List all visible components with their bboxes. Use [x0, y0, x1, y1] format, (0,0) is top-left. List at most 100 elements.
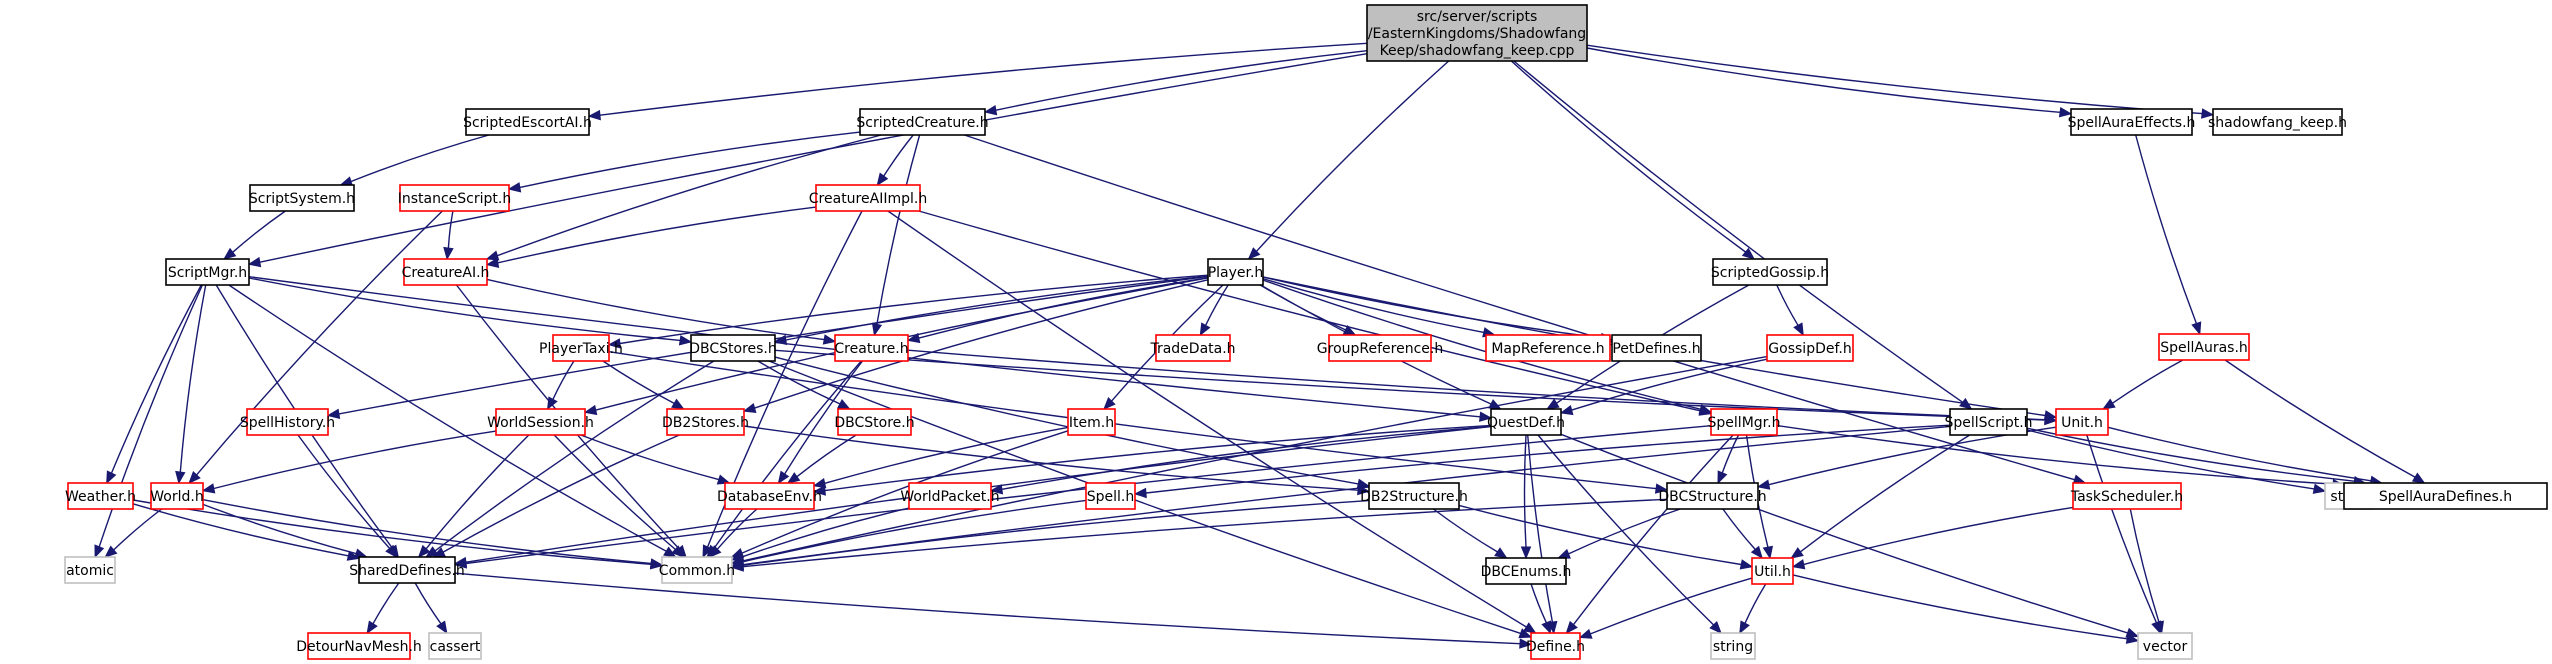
edge-taskscheduler-to-util — [1803, 506, 2074, 566]
arrowhead-icon — [1199, 322, 1211, 337]
edge-creatureaiimpl-to-spellmgr — [918, 210, 1701, 412]
edge-dbcenums-to-define — [1530, 583, 1548, 624]
node-label: MapReference.h — [1491, 341, 1604, 357]
graph-node-tradedata[interactable]: TradeData.h — [1149, 334, 1236, 362]
edge-worldsession-to-world — [213, 430, 497, 490]
node-label: TradeData.h — [1149, 341, 1235, 357]
graph-node-groupreference[interactable]: GroupReference.h — [1317, 334, 1443, 362]
arrowhead-icon — [671, 545, 685, 558]
arrowhead-icon — [1557, 548, 1571, 559]
edge-weather-to-shareddefines — [132, 503, 349, 557]
graph-node-string: string — [1710, 632, 1756, 660]
graph-node-worldsession[interactable]: WorldSession.h — [487, 408, 594, 436]
graph-node-world[interactable]: World.h — [150, 482, 204, 510]
graph-node-taskscheduler[interactable]: TaskScheduler.h — [2070, 482, 2183, 510]
graph-node-shareddefines[interactable]: SharedDefines.h — [349, 556, 465, 584]
graph-node-db2structure[interactable]: DB2Structure.h — [1360, 482, 1468, 510]
edge-worldsession-to-databaseenv — [580, 434, 719, 481]
edge-gossipdef-to-common — [742, 355, 1768, 562]
arrowhead-icon — [436, 620, 448, 635]
graph-node-spellauraeffects[interactable]: SpellAuraEffects.h — [2068, 108, 2196, 136]
node-label: DBCStore.h — [834, 415, 914, 431]
arrowhead-icon — [2058, 106, 2073, 118]
graph-node-detournavmesh[interactable]: DetourNavMesh.h — [296, 632, 422, 660]
graph-node-atomic: atomic — [64, 556, 116, 584]
node-label: SpellAuras.h — [2160, 340, 2248, 356]
graph-node-dbcstores[interactable]: DBCStores.h — [689, 334, 777, 362]
graph-node-gossipdef[interactable]: GossipDef.h — [1766, 334, 1854, 362]
node-box — [1766, 334, 1854, 362]
graph-node-dbcstructure[interactable]: DBCStructure.h — [1658, 482, 1767, 510]
graph-node-playertaxi[interactable]: PlayerTaxi.h — [539, 334, 623, 362]
edge-root-to-spellauraeffects — [1586, 47, 2061, 113]
node-box — [690, 334, 776, 362]
node-box — [1710, 632, 1756, 660]
edge-root-to-scriptedcreature — [995, 50, 1368, 111]
edge-questdef-to-worldpacket — [1001, 425, 1492, 490]
node-label: Define.h — [1526, 639, 1585, 655]
arrowhead-icon — [1488, 399, 1502, 410]
graph-node-scriptedcreature[interactable]: ScriptedCreature.h — [856, 108, 989, 136]
graph-node-databaseenv[interactable]: DatabaseEnv.h — [717, 482, 822, 510]
graph-node-root[interactable]: src/server/scripts/EasternKingdoms/Shado… — [1366, 4, 1588, 62]
graph-node-dbcstore[interactable]: DBCStore.h — [834, 408, 915, 436]
graph-node-scriptedescortai[interactable]: ScriptedEscortAI.h — [463, 108, 592, 136]
graph-node-questdef[interactable]: QuestDef.h — [1487, 408, 1565, 436]
graph-node-spellauras[interactable]: SpellAuras.h — [2158, 333, 2250, 361]
arrowhead-icon — [678, 335, 693, 346]
node-label: DBCStores.h — [689, 341, 777, 357]
graph-node-scriptmgr[interactable]: ScriptMgr.h — [165, 258, 250, 286]
node-box — [1328, 334, 1432, 362]
graph-node-spellhistory[interactable]: SpellHistory.h — [240, 408, 335, 436]
arrowhead-icon — [2044, 414, 2058, 425]
arrowhead-icon — [1739, 559, 1754, 570]
edge-worldsession-to-common — [553, 434, 676, 550]
node-label: /EasternKingdoms/Shadowfang — [1368, 26, 1586, 42]
arrowhead-icon — [1762, 545, 1774, 560]
arrowhead-icon — [876, 172, 889, 187]
graph-node-spell[interactable]: Spell.h — [1085, 482, 1136, 510]
graph-node-util[interactable]: Util.h — [1751, 557, 1794, 585]
edge-scriptedcreature-to-instancescript — [519, 131, 861, 189]
graph-node-creatureaiimpl[interactable]: CreatureAIImpl.h — [809, 184, 927, 212]
edge-unit-to-vector — [2086, 434, 2158, 623]
graph-node-spellauradefines[interactable]: SpellAuraDefines.h — [2343, 482, 2548, 510]
edge-shareddefines-to-detournavmesh — [372, 582, 400, 625]
graph-node-spellscript[interactable]: SpellScript.h — [1944, 408, 2033, 436]
arrowhead-icon — [649, 558, 664, 569]
arrowhead-icon — [983, 104, 998, 116]
arrowhead-icon — [1520, 546, 1532, 560]
node-box — [403, 258, 488, 286]
arrowhead-icon — [485, 257, 500, 268]
graph-node-mapreference[interactable]: MapReference.h — [1485, 334, 1611, 362]
node-label: ScriptedCreature.h — [856, 115, 988, 131]
graph-node-dbcenums[interactable]: DBCEnums.h — [1481, 557, 1572, 585]
graph-node-worldpacket[interactable]: WorldPacket.h — [900, 482, 1000, 510]
edge-dbcstructure-to-util — [1722, 508, 1756, 550]
edge-taskscheduler-to-vector — [2129, 508, 2160, 623]
graph-node-db2stores[interactable]: DB2Stores.h — [662, 408, 749, 436]
node-label: string — [1713, 639, 1753, 655]
edge-player-to-spellmgr — [1262, 279, 1701, 410]
graph-node-scriptsystem[interactable]: ScriptSystem.h — [249, 184, 355, 212]
graph-node-petdefines[interactable]: PetDefines.h — [1611, 334, 1702, 362]
node-label: cassert — [430, 639, 481, 655]
graph-node-player[interactable]: Player.h — [1207, 258, 1264, 286]
node-label: GroupReference.h — [1317, 341, 1443, 357]
graph-node-weather[interactable]: Weather.h — [65, 482, 136, 510]
edge-spellscript-to-spellauradefines — [2026, 427, 2355, 482]
graph-node-instancescript[interactable]: InstanceScript.h — [398, 184, 511, 212]
graph-node-creatureai[interactable]: CreatureAI.h — [402, 258, 490, 286]
graph-node-item[interactable]: Item.h — [1067, 408, 1116, 436]
graph-node-scriptedgossip[interactable]: ScriptedGossip.h — [1711, 258, 1829, 286]
graph-node-unit[interactable]: Unit.h — [2055, 408, 2109, 436]
arrowhead-icon — [366, 620, 378, 635]
edge-scriptmgr-to-dbcstores — [248, 277, 681, 342]
graph-node-shadowfang_keep[interactable]: shadowfang_keep.h — [2208, 108, 2347, 136]
graph-node-spellmgr[interactable]: SpellMgr.h — [1708, 408, 1781, 436]
arrowhead-icon — [223, 247, 237, 260]
graph-node-creature[interactable]: Creature.h — [834, 334, 909, 362]
edge-questdef-to-dbcenums — [1523, 434, 1527, 548]
edge-scriptmgr-to-world — [179, 284, 207, 473]
graph-node-define[interactable]: Define.h — [1526, 632, 1585, 660]
